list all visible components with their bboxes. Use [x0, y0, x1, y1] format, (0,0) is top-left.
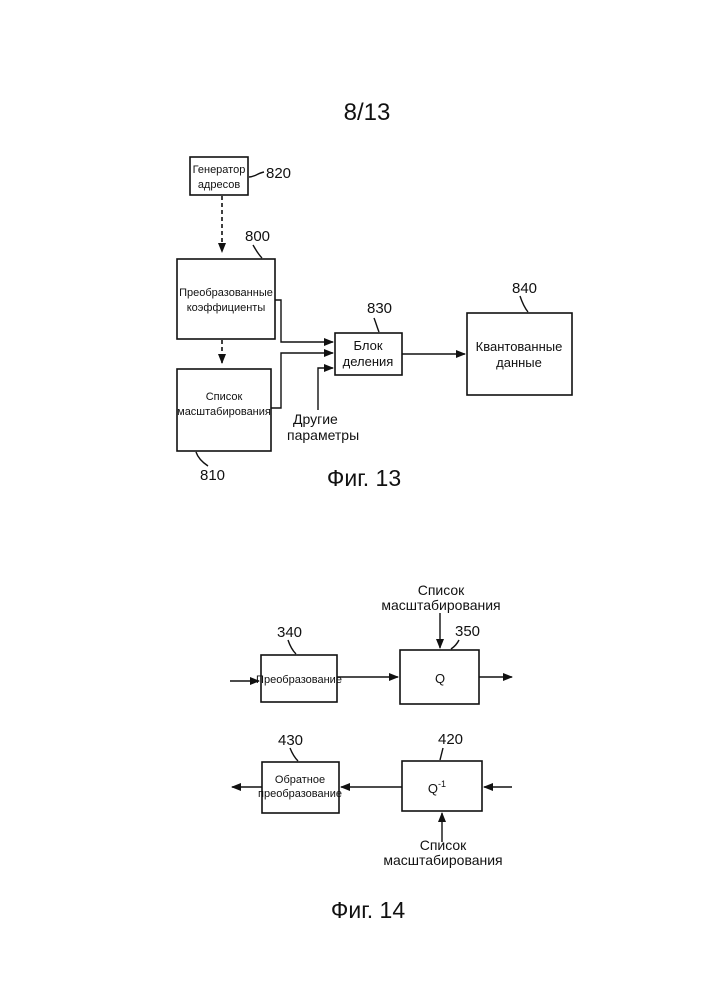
- address-generator-label-2: адресов: [198, 179, 241, 191]
- ref-800: 800: [245, 228, 270, 245]
- arrow-other-params-to-division: [318, 368, 333, 410]
- fig13-caption: Фиг. 13: [327, 465, 401, 491]
- other-params-label-1: Другие: [293, 411, 338, 427]
- ref-840: 840: [512, 280, 537, 297]
- ref-810: 810: [200, 467, 225, 484]
- leader-430: [290, 748, 298, 761]
- arrow-coeffs-to-division: [275, 300, 333, 342]
- scaling-list-block: Список масштабирования: [177, 369, 271, 451]
- other-params-label-2: параметры: [287, 427, 359, 443]
- figure-13: Генератор адресов 820 Преобразованные ко…: [177, 157, 572, 491]
- division-block: Блок деления: [335, 333, 402, 375]
- quantized-data-block: Квантованные данные: [467, 313, 572, 395]
- leader-420: [440, 748, 443, 760]
- ref-350: 350: [455, 623, 480, 640]
- inverse-quantizer-q: Q: [428, 781, 438, 796]
- quantized-data-label-1: Квантованные: [476, 339, 563, 354]
- inverse-quantizer-block: Q-1: [402, 761, 482, 811]
- figure-14: Список масштабирования Преобразование 34…: [230, 582, 512, 923]
- division-block-label-1: Блок: [353, 338, 382, 353]
- ref-820: 820: [266, 165, 291, 182]
- scaling-list-bottom-label-2: масштабирования: [383, 852, 502, 868]
- arrow-scaling-list-to-division: [271, 353, 333, 408]
- ref-420: 420: [438, 731, 463, 748]
- scaling-list-top-label-1: Список: [418, 582, 465, 598]
- leader-840: [520, 296, 528, 312]
- transformed-coefficients-label-1: Преобразованные: [179, 287, 273, 299]
- leader-820: [249, 172, 264, 177]
- scaling-list-label-1: Список: [206, 391, 243, 403]
- address-generator-label-1: Генератор: [193, 164, 246, 176]
- leader-350: [451, 640, 459, 649]
- transformed-coefficients-block: Преобразованные коэффициенты: [177, 259, 275, 339]
- inverse-transform-label-1: Обратное: [275, 774, 325, 786]
- scaling-list-label-2: масштабирования: [177, 406, 271, 418]
- transform-block: Преобразование: [256, 655, 342, 702]
- fig14-caption: Фиг. 14: [331, 897, 405, 923]
- scaling-list-bottom-label-1: Список: [420, 837, 467, 853]
- quantizer-label: Q: [435, 671, 445, 686]
- leader-800: [253, 245, 262, 258]
- ref-830: 830: [367, 300, 392, 317]
- inverse-transform-label-2: преобразование: [258, 788, 342, 800]
- leader-340: [288, 640, 296, 654]
- quantizer-block: Q: [400, 650, 479, 704]
- quantized-data-label-2: данные: [496, 355, 542, 370]
- address-generator-block: Генератор адресов: [190, 157, 248, 195]
- scaling-list-top-label-2: масштабирования: [381, 597, 500, 613]
- transform-label: Преобразование: [256, 674, 342, 686]
- transformed-coefficients-label-2: коэффициенты: [187, 302, 266, 314]
- leader-810: [196, 452, 208, 466]
- ref-430: 430: [278, 732, 303, 749]
- division-block-label-2: деления: [343, 354, 394, 369]
- ref-340: 340: [277, 624, 302, 641]
- page-number: 8/13: [344, 99, 391, 126]
- inverse-transform-block: Обратное преобразование: [258, 762, 342, 813]
- leader-830: [374, 318, 379, 332]
- inverse-quantizer-superscript: -1: [438, 779, 446, 789]
